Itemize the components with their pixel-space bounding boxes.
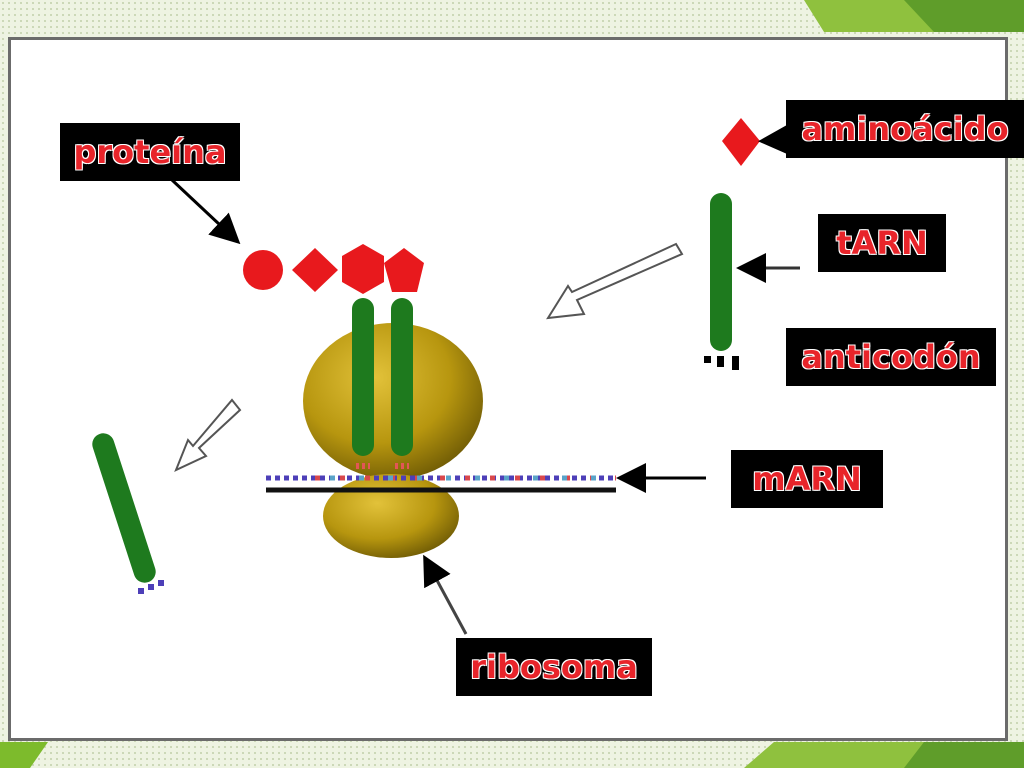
label-protein: proteína (60, 123, 240, 181)
anticodon-marks (704, 356, 739, 370)
corner-decoration-bottom-right (744, 742, 1024, 768)
hollow-arrow-incoming (546, 242, 684, 320)
label-mrna: mARN (731, 450, 883, 508)
departing-anticodon-marks (138, 580, 164, 594)
protein-chain (243, 244, 424, 294)
amino-acid-residue (243, 250, 283, 290)
ribosome-small-subunit (323, 474, 459, 558)
label-amino-acid: aminoácido (786, 100, 1024, 158)
trna-incoming (710, 193, 732, 351)
corner-decoration-top-right (804, 0, 1024, 32)
ribosome-pointer-arrow (423, 554, 468, 635)
label-anticodon: anticodón (786, 328, 996, 386)
amino-acid-residue (342, 244, 384, 294)
hollow-arrow-outgoing (174, 398, 242, 472)
amino-acid-residue (292, 248, 338, 292)
trna-bound-left (352, 298, 374, 469)
label-trna: tARN (818, 214, 946, 272)
free-amino-acid (722, 118, 760, 166)
corner-decoration-bottom-left (0, 742, 48, 768)
amino-acid-pointer-arrow (758, 124, 789, 155)
label-ribosome: ribosoma (456, 638, 652, 696)
protein-pointer-arrow (170, 178, 241, 245)
amino-acid-residue (384, 248, 424, 292)
trna-bound-right (391, 298, 413, 469)
mrna-strand (266, 475, 616, 493)
trna-departing (92, 433, 156, 583)
